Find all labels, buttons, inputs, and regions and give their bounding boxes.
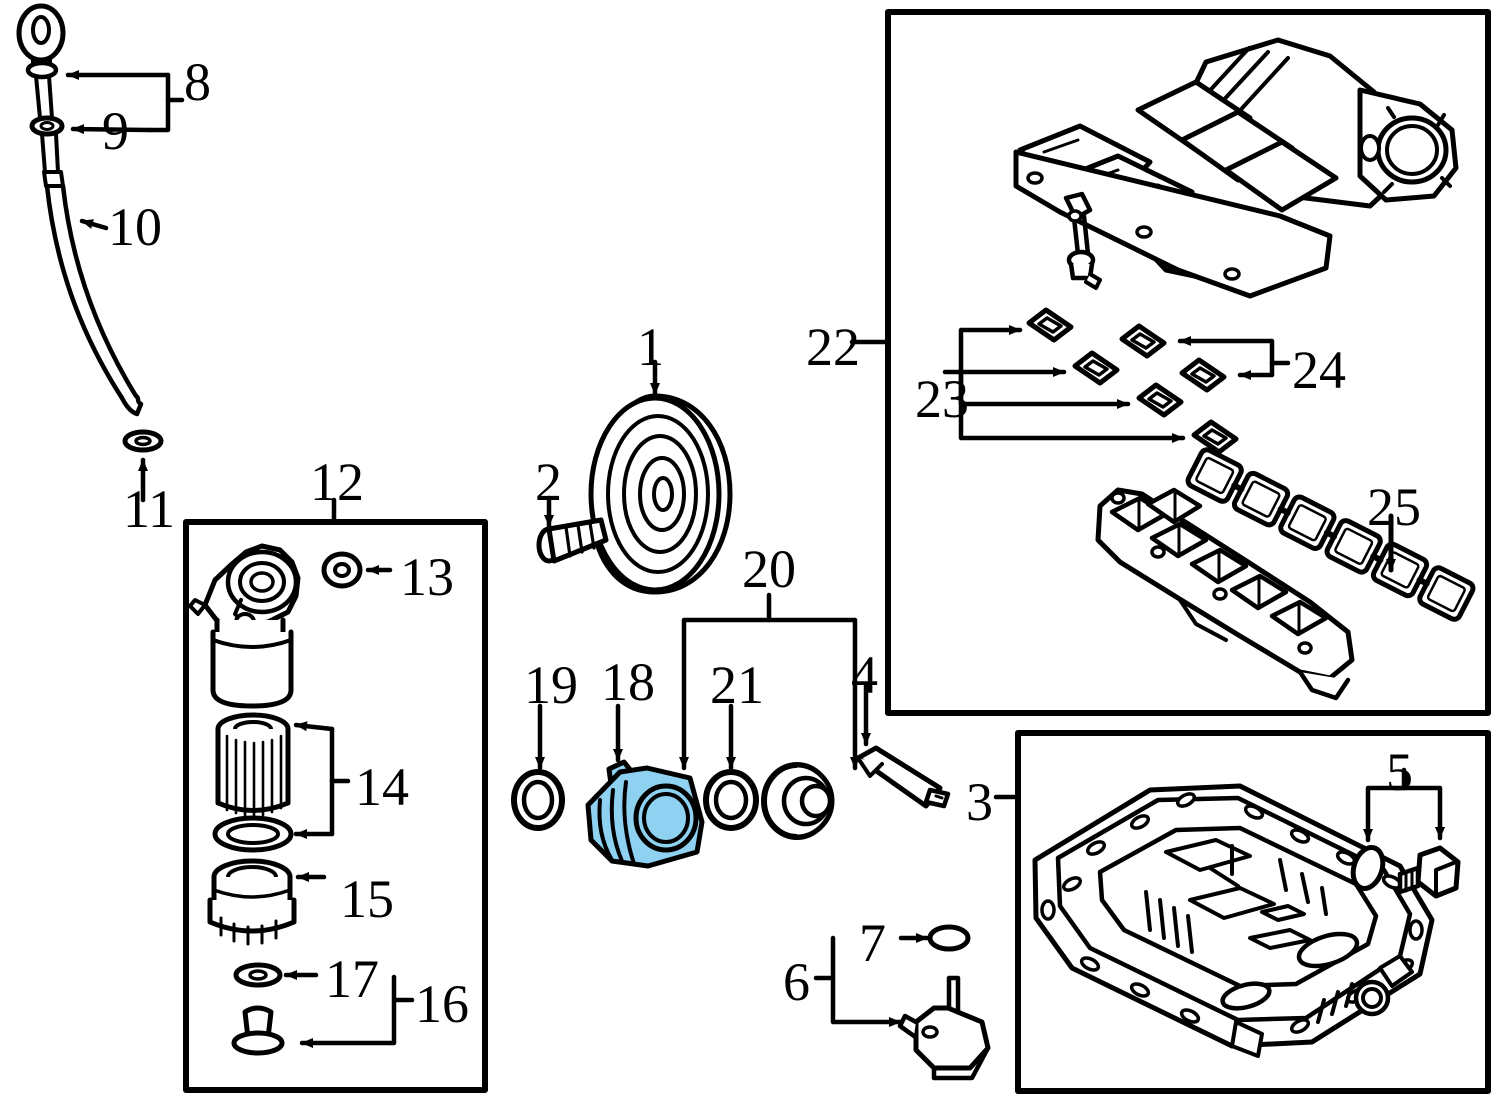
callout-label-25: 25 <box>1367 477 1421 537</box>
callout-label-18: 18 <box>601 652 655 712</box>
callout-label-3: 3 <box>966 772 993 832</box>
part-oil-level-sensor-6 <box>897 975 991 1081</box>
callout-label-12: 12 <box>310 452 364 512</box>
leader-9 <box>70 124 153 135</box>
callout-label-20: 20 <box>742 539 796 599</box>
callout-label-21: 21 <box>710 655 764 715</box>
part-dipstick-assembly <box>16 3 164 453</box>
callout-label-24: 24 <box>1292 340 1346 400</box>
part-lower-intake-manifold <box>1095 487 1355 701</box>
callout-label-15: 15 <box>340 869 394 929</box>
callout-label-22: 22 <box>806 317 860 377</box>
part-idler-seal-21 <box>703 769 759 831</box>
callout-label-2: 2 <box>535 452 562 512</box>
part-drain-washer-5 <box>1350 845 1386 891</box>
callout-label-13: 13 <box>400 547 454 607</box>
callout-label-5: 5 <box>1386 742 1413 802</box>
leader-24 <box>1177 336 1291 380</box>
callout-label-19: 19 <box>524 655 578 715</box>
callout-label-14: 14 <box>355 757 409 817</box>
callout-label-11: 11 <box>123 479 175 539</box>
leader-20 <box>679 592 860 771</box>
callout-label-4: 4 <box>851 645 878 705</box>
part-filter-element-14 <box>212 712 294 853</box>
part-oil-filter-housing <box>188 543 301 709</box>
part-lower-manifold-gasket-25 <box>1186 448 1475 622</box>
callout-label-1: 1 <box>637 317 664 377</box>
callout-label-16: 16 <box>415 974 469 1034</box>
leader-8 <box>65 70 185 133</box>
part-housing-seal-13 <box>321 551 363 589</box>
part-drain-plug-5 <box>1397 845 1461 899</box>
callout-label-10: 10 <box>108 197 162 257</box>
part-sensor-oring-7 <box>927 924 971 952</box>
part-oil-pan-3 <box>1032 783 1435 1058</box>
part-filter-cap-15 <box>207 858 297 946</box>
callout-label-8: 8 <box>184 52 211 112</box>
part-sealant-tube-4 <box>855 745 951 809</box>
callout-label-9: 9 <box>102 101 129 161</box>
leader-6 <box>813 935 903 1027</box>
part-idler-pulley-20 <box>761 762 835 840</box>
leader-14 <box>293 721 351 839</box>
leader-5 <box>1363 767 1445 843</box>
leader-10 <box>79 218 109 231</box>
part-oil-cooler-18-highlighted <box>585 759 705 869</box>
part-oil-cooler-seal-19 <box>511 769 565 831</box>
part-upper-intake-manifold-22 <box>1013 37 1459 299</box>
part-crank-pulley-1 <box>588 393 733 595</box>
leader-16 <box>299 974 415 1048</box>
leader-23 <box>942 325 1186 443</box>
callout-label-6: 6 <box>783 952 810 1012</box>
callout-label-17: 17 <box>325 949 379 1009</box>
callout-label-23: 23 <box>915 369 969 429</box>
part-drain-oring-17 <box>233 962 283 988</box>
callout-label-7: 7 <box>859 913 886 973</box>
part-drain-valve-16 <box>231 1005 285 1056</box>
part-pulley-bolt-2 <box>536 517 609 564</box>
